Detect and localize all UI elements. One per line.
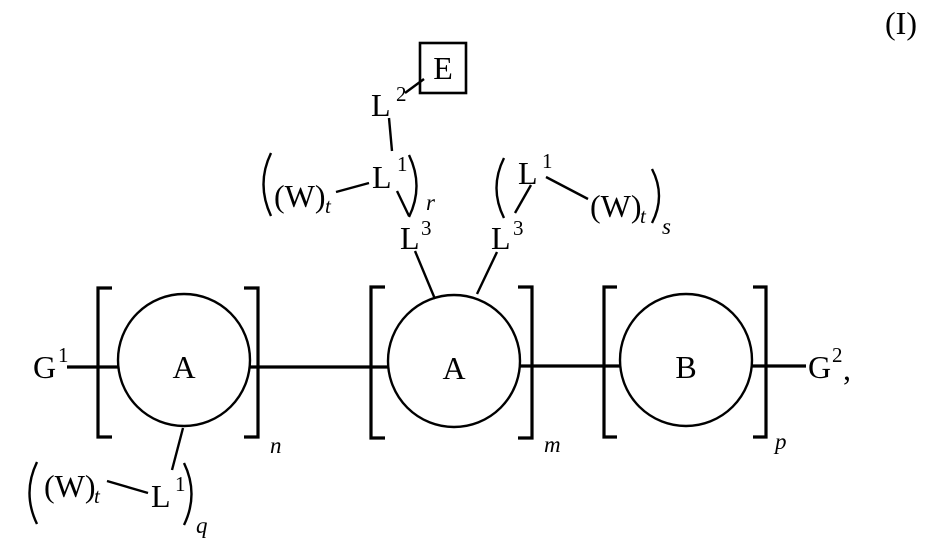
l1-superscript-s-group: 1 (542, 149, 553, 173)
bond-l1-l3-left (395, 190, 411, 217)
g2-comma: , (843, 351, 851, 387)
ring2-label: A (442, 350, 465, 386)
w-subscript-t-s-group: t (640, 204, 647, 228)
l2-superscript: 2 (396, 82, 407, 106)
repeat-subscript-q: q (196, 513, 208, 538)
w-subscript-t-r-group: t (325, 194, 332, 218)
repeat-subscript-p: p (773, 429, 787, 454)
l2-label: L (371, 87, 391, 123)
paren-right-s-group (650, 168, 661, 224)
g1-superscript: 1 (58, 343, 69, 367)
l1-superscript-q-group: 1 (175, 472, 186, 496)
paren-left-q-group (28, 461, 39, 525)
w-label-s-group: (W) (590, 188, 642, 224)
l1-label-s-group: L (518, 155, 538, 191)
bracket-left-unit3 (602, 285, 617, 439)
bracket-left-unit2 (369, 285, 385, 440)
paren-left-s-group (495, 157, 506, 219)
w-subscript-t-q-group: t (94, 484, 101, 508)
ring1-circle (116, 292, 252, 428)
bond-l3-ring2-right (475, 251, 499, 295)
ring3-circle (618, 292, 754, 428)
paren-right-q-group (182, 462, 193, 526)
l3-superscript-left: 3 (421, 216, 432, 240)
g2-superscript: 2 (832, 343, 843, 367)
paren-left-r-group (262, 152, 273, 217)
bracket-left-unit1 (96, 286, 112, 439)
bond-l1-w-s-group (545, 175, 589, 201)
formula-index-label: (I) (885, 5, 917, 41)
l1-label-q-group: L (151, 478, 171, 514)
e-cap-label: E (433, 50, 453, 86)
l1-superscript-r-group: 1 (397, 152, 408, 176)
l3-label-left: L (400, 220, 420, 256)
e-cap-box (418, 41, 468, 95)
ring3-label: B (675, 349, 696, 385)
l1-label-r-group: L (372, 159, 392, 195)
l3-label-right: L (491, 220, 511, 256)
ring2-circle (386, 293, 522, 429)
ring1-label: A (172, 349, 195, 385)
paren-right-r-group (407, 154, 418, 218)
repeat-subscript-s: s (662, 214, 671, 239)
bracket-right-unit3 (753, 285, 768, 439)
l3-superscript-right: 3 (513, 216, 524, 240)
bond-ring1-l1-q-group (170, 427, 185, 471)
g1-label: G (33, 349, 56, 385)
bracket-right-unit2 (518, 285, 534, 440)
bond-l2-e (404, 78, 425, 94)
w-label-q-group: (W) (44, 468, 96, 504)
repeat-subscript-n: n (270, 433, 282, 458)
w-label-r-group: (W) (274, 178, 326, 214)
bond-l2-l1 (387, 117, 394, 152)
bracket-right-unit1 (244, 286, 260, 439)
g2-label: G (808, 349, 831, 385)
bond-w-l1-r-group (335, 181, 370, 194)
repeat-subscript-m: m (544, 432, 561, 457)
bond-w-l1-q-group (106, 479, 149, 495)
repeat-subscript-r: r (426, 190, 436, 215)
bond-l1-l3-right (513, 184, 533, 214)
bond-l3-ring2-left (413, 250, 437, 300)
